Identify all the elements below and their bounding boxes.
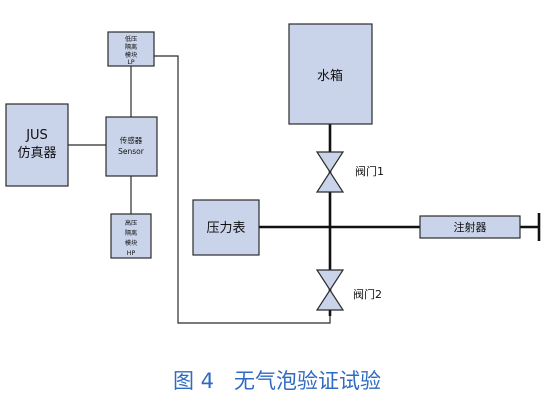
hp-label-line2: 隔离 [125, 229, 137, 237]
sensor-label-line2: Sensor [118, 147, 145, 156]
figure-caption: 图 4 无气泡验证试验 [173, 369, 381, 393]
injector-box: 注射器 [419, 215, 521, 239]
jus-label-line1: JUS [25, 128, 48, 143]
valve-1-top-triangle [315, 151, 345, 174]
injector-label: 注射器 [454, 220, 487, 234]
jus-simulator-box: JUS 仿真器 [5, 103, 69, 187]
lp-label-line3: 模块 [125, 51, 137, 59]
valve-1-label: 阀门1 [355, 164, 384, 178]
valve-1-bottom-triangle [315, 170, 345, 193]
sensor-box: 传感器 Sensor [105, 116, 158, 177]
valve-2-bottom-triangle [315, 288, 345, 311]
lp-label-line4: LP [127, 59, 134, 66]
valve-2-label: 阀门2 [353, 287, 382, 301]
lp-isolation-module-box: 低压 隔离 模块 LP [107, 31, 155, 67]
hp-label-line1: 高压 [125, 219, 137, 227]
sensor-label-line1: 传感器 [120, 135, 143, 145]
hp-isolation-module-box: 高压 隔离 模块 HP [110, 213, 152, 259]
jus-label-line2: 仿真器 [17, 146, 56, 161]
pressure-gauge-label: 压力表 [206, 221, 245, 236]
lp-label-line1: 低压 [125, 35, 137, 43]
valve-1: 阀门1 [315, 151, 384, 193]
hp-label-line3: 模块 [125, 239, 137, 247]
wire-lp-pipe [154, 55, 331, 324]
water-tank-label: 水箱 [317, 68, 343, 84]
valve-2: 阀门2 [315, 269, 382, 311]
hp-label-line4: HP [127, 250, 136, 257]
pressure-gauge-box: 压力表 [192, 199, 260, 256]
valve-2-top-triangle [315, 269, 345, 292]
water-tank-box: 水箱 [288, 23, 373, 125]
lp-label-line2: 隔离 [125, 43, 137, 51]
